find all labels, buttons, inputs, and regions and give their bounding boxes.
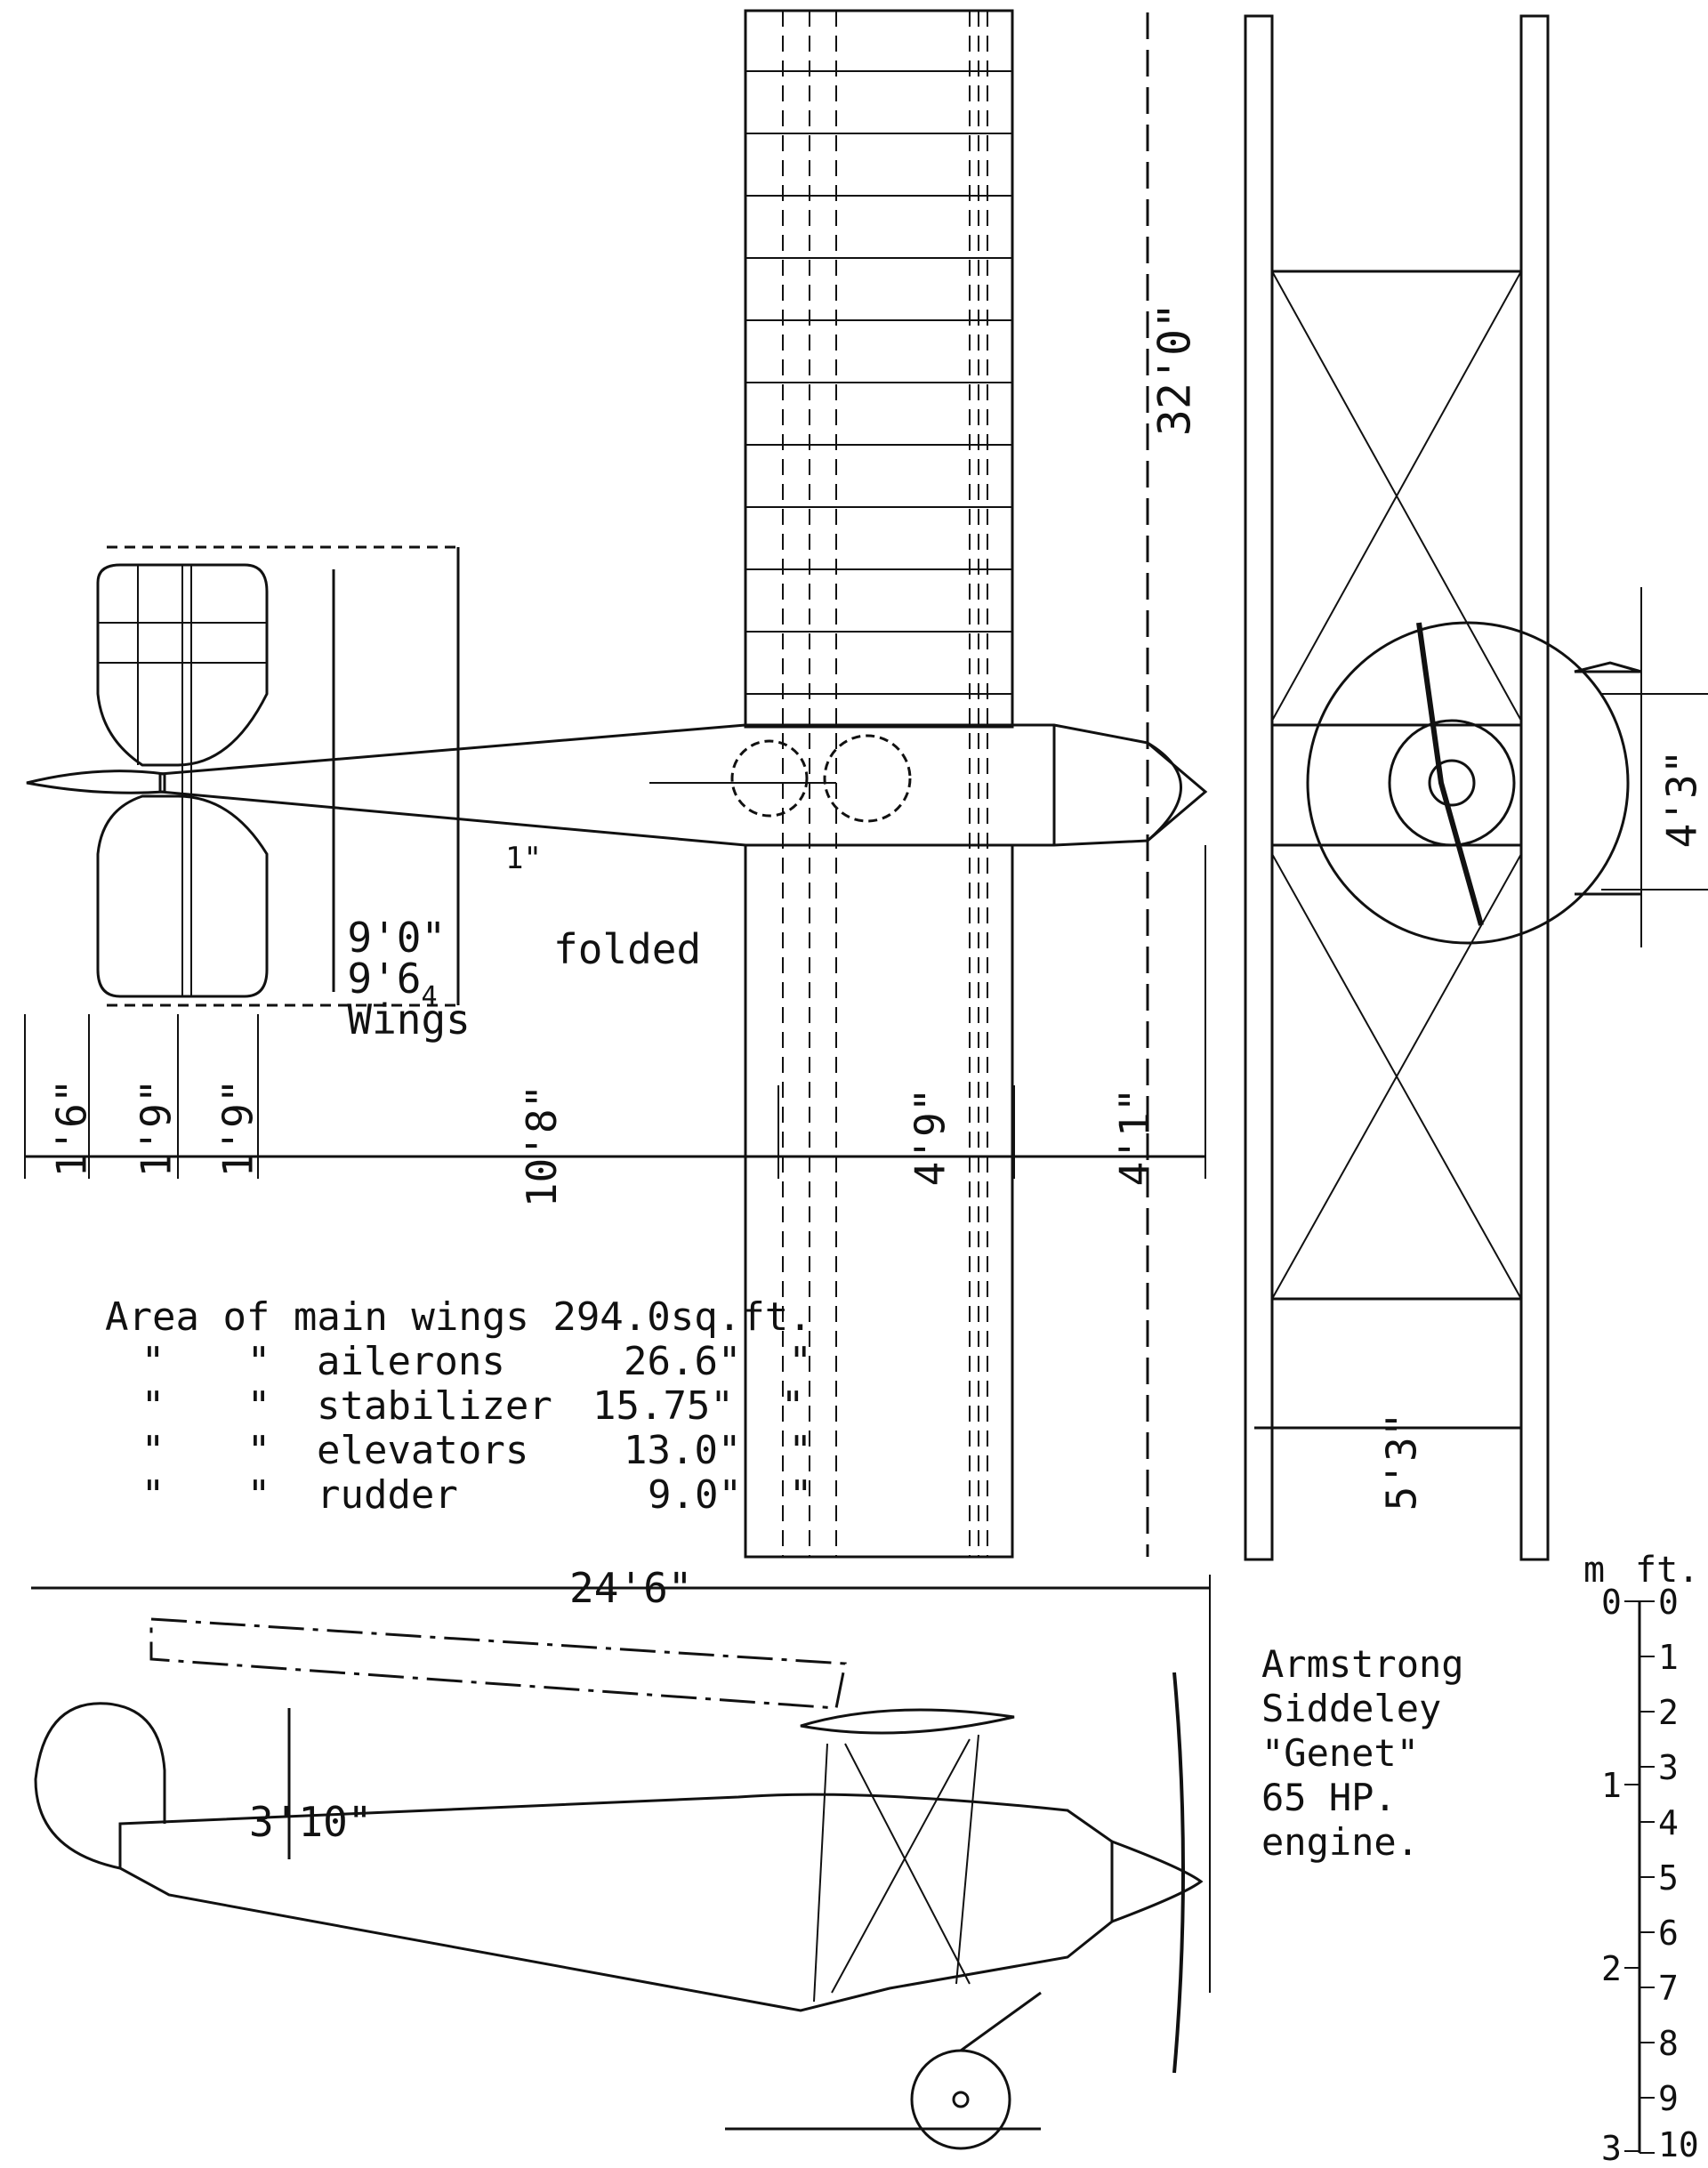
scale-m-1: 1 <box>1601 1766 1622 1805</box>
scale-ft-3: 3 <box>1658 1748 1679 1787</box>
front-lower-wing <box>1519 14 1550 1561</box>
area-row: Area of main wings 294.0sq.ft. <box>104 1294 812 1340</box>
dim-folded-word2: folded <box>553 925 702 973</box>
scale-ft-6: 6 <box>1658 1914 1679 1953</box>
side-folded-wing <box>149 1617 847 1710</box>
side-propeller <box>1172 1672 1185 2074</box>
scale-ft-1: 1 <box>1658 1638 1679 1677</box>
dim-folded-b: 9'6 <box>347 955 422 1003</box>
dim-folded-word1: Wings <box>347 995 471 1044</box>
front-upper-wing <box>1244 14 1274 1561</box>
plan-tail-grid <box>98 565 267 996</box>
engine-line: Armstrong <box>1261 1642 1464 1686</box>
dim-height: 3'10" <box>249 1798 373 1846</box>
plan-tailplane <box>96 563 269 767</box>
dim-10-8: 10'8" <box>518 1084 567 1208</box>
engine-line: "Genet" <box>1261 1731 1420 1775</box>
dim-folded-height: 9'0" 9'64 Wings <box>298 876 470 1040</box>
dim-4-9: 4'9" <box>906 1087 955 1187</box>
side-upper-wing <box>800 1708 1015 1735</box>
dim-front-track: 4'3" <box>1657 749 1706 849</box>
plan-rudder <box>26 770 166 794</box>
engine-line: engine. <box>1261 1820 1420 1864</box>
front-view <box>1244 14 1708 1561</box>
plan-wing-upper <box>744 9 1014 729</box>
side-wheel <box>910 2049 1011 2150</box>
side-struts <box>813 1734 979 2003</box>
plan-view <box>24 9 1208 1559</box>
plan-tailplane-lower <box>96 794 269 998</box>
dim-4-1: 4'1" <box>1110 1087 1159 1187</box>
scale-bar <box>1624 1600 1655 2154</box>
engine-line: 65 HP. <box>1261 1776 1397 1819</box>
dim-folded-frac-den: 4 <box>421 981 438 1012</box>
dim-1-9-a: 1'9" <box>132 1078 181 1178</box>
side-fuselage <box>118 1793 1114 2012</box>
front-propeller <box>1416 622 1484 926</box>
scale-ft-9: 9 <box>1658 2079 1679 2118</box>
scale-ft-10: 10 <box>1658 2125 1699 2164</box>
scale-ft-8: 8 <box>1658 2024 1679 2063</box>
scale-ft-label: ft. <box>1635 1550 1700 1591</box>
dim-1-6: 1'6" <box>47 1078 96 1178</box>
front-propeller-disc <box>1306 621 1630 945</box>
side-spinner <box>1111 1840 1204 1923</box>
scale-ft-4: 4 <box>1658 1803 1679 1842</box>
scale-m-label: m <box>1583 1550 1606 1591</box>
plan-cockpit-front <box>823 734 912 823</box>
plan-fuselage <box>158 723 1208 847</box>
front-wheel <box>1574 661 1642 673</box>
scale-ft-2: 2 <box>1658 1693 1679 1732</box>
scale-ft-0: 0 <box>1658 1583 1679 1622</box>
scale-ft-5: 5 <box>1658 1858 1679 1898</box>
plan-spinner <box>1147 741 1182 842</box>
dim-1-9-b: 1'9" <box>214 1078 262 1178</box>
dim-span: 32'0" <box>1148 302 1201 437</box>
plan-dim-extensions <box>24 845 1206 1179</box>
scale-ft-7: 7 <box>1658 1969 1679 2008</box>
front-fuselage <box>1270 723 1523 847</box>
plan-cockpit-rear <box>730 739 809 818</box>
dim-folded-frac-num: 1" <box>505 841 542 876</box>
scale-m-2: 2 <box>1601 1949 1622 1988</box>
plan-wing-ribs <box>745 70 1012 695</box>
dim-folded-a: 9'0" <box>347 914 447 962</box>
side-view <box>31 1575 1211 2150</box>
front-bracing-wires <box>1271 270 1522 1300</box>
scale-m-3: 3 <box>1601 2129 1622 2168</box>
dim-length: 24'6" <box>569 1564 693 1612</box>
engine-line: Siddeley <box>1261 1687 1442 1730</box>
side-rudder <box>34 1702 166 1870</box>
dim-gap: 5'3" <box>1377 1412 1426 1511</box>
scale-m-0: 0 <box>1601 1583 1622 1622</box>
